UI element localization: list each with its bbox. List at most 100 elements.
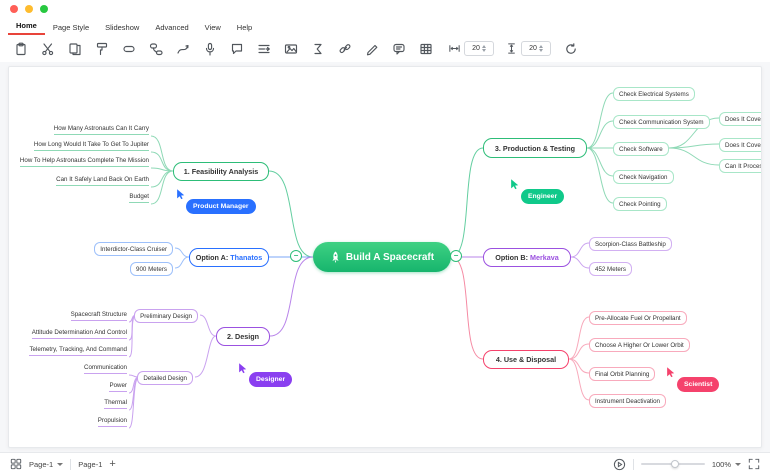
subtopic[interactable]: How Long Would It Take To Get To Jupiter [33, 141, 149, 151]
format-painter-icon [96, 42, 108, 55]
mindmap-page[interactable]: Build A Spacecraft − − 1. Feasibility An… [8, 66, 762, 448]
topic-production-testing[interactable]: 3. Production & Testing [483, 138, 587, 158]
subtopic[interactable]: Budget [129, 193, 149, 203]
v-spacing-icon [508, 43, 515, 54]
subtopic-preliminary-design[interactable]: Preliminary Design [134, 309, 198, 323]
play-slideshow-icon[interactable] [613, 458, 626, 471]
menu-advanced[interactable]: Advanced [155, 23, 189, 32]
subtopic[interactable]: Check Navigation [613, 170, 674, 184]
subtopic[interactable]: How To Help Astronauts Complete The Miss… [19, 157, 149, 167]
table-icon [420, 43, 432, 54]
v-spacing-input[interactable]: 20 [521, 41, 551, 56]
toolbar: 20 20 [0, 35, 770, 62]
paste-button[interactable] [10, 39, 32, 59]
topic-option-b[interactable]: Option B: Merkava [483, 248, 571, 267]
outline-button[interactable] [253, 39, 275, 59]
subtopic-detailed-design[interactable]: Detailed Design [137, 371, 193, 385]
tag-engineer[interactable]: Engineer [521, 189, 565, 204]
subtopic[interactable]: Thermal [104, 399, 127, 409]
subtopic[interactable]: Attitude Determination And Control [31, 329, 127, 339]
subtopic[interactable]: Power [109, 382, 127, 392]
cut-button[interactable] [37, 39, 59, 59]
subtopic[interactable]: Does It Cover All ... [719, 112, 761, 126]
minimize-window-button[interactable] [25, 5, 33, 13]
subtopic[interactable]: 452 Meters [589, 262, 632, 276]
menu-view[interactable]: View [204, 23, 221, 32]
engineer-cursor-icon [511, 179, 519, 190]
insert-subtopic-button[interactable] [145, 39, 167, 59]
subtopic[interactable]: Scorpion-Class Battleship [589, 237, 672, 251]
pages-dropdown-label: Page-1 [29, 459, 54, 469]
h-spacing-stepper[interactable] [481, 45, 486, 52]
zoom-window-button[interactable] [40, 5, 48, 13]
subtopic[interactable]: Check Software [613, 142, 669, 156]
subtopic[interactable]: Check Communication System [613, 115, 710, 129]
zoom-slider-thumb[interactable] [670, 460, 679, 468]
subtopic[interactable]: Interdictor-Class Cruiser [94, 242, 173, 256]
refresh-button[interactable] [560, 39, 582, 59]
subtopic[interactable]: Pre-Allocate Fuel Or Propellant [589, 311, 687, 325]
subtopic-icon [149, 42, 163, 55]
tag-scientist[interactable]: Scientist [677, 377, 720, 392]
comment-button[interactable] [388, 39, 410, 59]
subtopic[interactable]: Can It Safely Land Back On Earth [56, 176, 149, 186]
menu-slideshow[interactable]: Slideshow [105, 23, 140, 32]
close-window-button[interactable] [10, 5, 18, 13]
insert-topic-button[interactable] [118, 39, 140, 59]
menu-help[interactable]: Help [236, 23, 253, 32]
page-list-icon[interactable] [10, 458, 22, 470]
topic-feasibility-analysis[interactable]: 1. Feasibility Analysis [173, 162, 269, 181]
zoom-level-value: 100% [711, 459, 731, 469]
subtopic[interactable]: Propulsion [97, 417, 127, 427]
tag-designer[interactable]: Designer [249, 372, 293, 387]
subtopic[interactable]: 900 Meters [130, 262, 173, 276]
voice-icon [205, 42, 215, 56]
subtopic[interactable]: Choose A Higher Or Lower Orbit [589, 338, 690, 352]
zoom-slider[interactable] [640, 460, 705, 468]
hyperlink-button[interactable] [334, 39, 356, 59]
menu-home[interactable]: Home [8, 18, 45, 35]
insert-formula-button[interactable] [307, 39, 329, 59]
voice-annotation-button[interactable] [199, 39, 221, 59]
callout-button[interactable] [226, 39, 248, 59]
zoom-level-dropdown[interactable]: 100% [712, 460, 741, 469]
h-spacing-input[interactable]: 20 [464, 41, 494, 56]
page-tab[interactable]: Page-1 [78, 459, 103, 469]
topic-use-disposal[interactable]: 4. Use & Disposal [483, 350, 569, 369]
subtopic[interactable]: Check Pointing [613, 197, 667, 211]
subtopic[interactable]: Telemetry, Tracking, And Command [29, 346, 127, 356]
collapse-right-button[interactable]: − [450, 250, 462, 262]
table-button[interactable] [415, 39, 437, 59]
tag-product-manager[interactable]: Product Manager [186, 199, 256, 214]
h-spacing-icon [449, 45, 460, 52]
pages-dropdown[interactable]: Page-1 [29, 459, 64, 469]
topic-label-prefix: Option B: [495, 253, 530, 262]
format-painter-button[interactable] [91, 39, 113, 59]
topic-design[interactable]: 2. Design [216, 327, 270, 346]
v-spacing-stepper[interactable] [538, 45, 543, 52]
menu-page-style[interactable]: Page Style [52, 23, 90, 32]
topic-label: 1. Feasibility Analysis [183, 167, 259, 176]
canvas-area[interactable]: Build A Spacecraft − − 1. Feasibility An… [0, 62, 770, 452]
subtopic[interactable]: Spacecraft Structure [70, 311, 127, 321]
pen-button[interactable] [361, 39, 383, 59]
subtopic[interactable]: Instrument Deactivation [589, 394, 666, 408]
subtopic[interactable]: How Many Astronauts Can It Carry [53, 125, 149, 135]
fullscreen-icon[interactable] [748, 458, 760, 470]
topic-option-a[interactable]: Option A: Thanatos [189, 248, 269, 267]
chevron-down-icon [735, 462, 741, 466]
collapse-left-button[interactable]: − [290, 250, 302, 262]
add-page-button[interactable]: + [109, 458, 116, 470]
subtopic[interactable]: Check Electrical Systems [613, 87, 695, 101]
relationship-button[interactable] [172, 39, 194, 59]
h-spacing-value: 20 [472, 45, 480, 52]
topic-label-prefix: Option A: [195, 253, 231, 262]
central-topic[interactable]: Build A Spacecraft [313, 242, 451, 272]
subtopic[interactable]: Final Orbit Planning [589, 367, 656, 381]
insert-picture-button[interactable] [280, 39, 302, 59]
subtopic[interactable]: Does It Cover All ... [719, 138, 761, 152]
outline-icon [258, 44, 270, 53]
subtopic[interactable]: Can It Process In... [719, 159, 761, 173]
copy-button[interactable] [64, 39, 86, 59]
subtopic[interactable]: Communication [84, 364, 127, 374]
